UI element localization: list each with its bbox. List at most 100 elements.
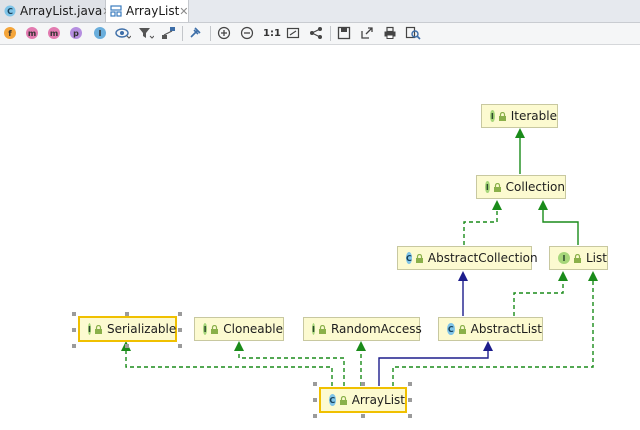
node-list[interactable]: I List [549, 246, 608, 270]
methods-icon[interactable]: m [26, 27, 38, 39]
arrowhead [458, 271, 468, 281]
edge-list-collection [542, 205, 579, 245]
selection-handle[interactable] [408, 382, 412, 386]
methods-filter-icon[interactable]: m [48, 27, 60, 39]
class-icon: C [447, 323, 455, 335]
selection-handle[interactable] [313, 414, 317, 418]
arrowhead [588, 271, 598, 281]
node-label: List [586, 251, 607, 265]
selection-handle[interactable] [178, 312, 182, 316]
filter-icon[interactable] [138, 25, 154, 41]
class-icon: C [406, 252, 412, 264]
arrowhead [558, 271, 568, 281]
tab-arraylist-java[interactable]: C ArrayList.java ✕ [0, 0, 111, 22]
node-label: RandomAccess [330, 322, 422, 336]
node-label: Cloneable [223, 322, 283, 336]
edge-arraylist-cloneable [238, 346, 345, 386]
public-lock-icon [493, 182, 502, 192]
node-label: Collection [505, 180, 565, 194]
edge-arraylist-list [392, 276, 594, 386]
node-serializable[interactable]: I Serializable [78, 316, 177, 342]
selection-handle[interactable] [361, 414, 365, 418]
fit-content-icon[interactable] [285, 25, 301, 41]
zoom-in-icon[interactable] [216, 25, 232, 41]
edge-abstractlist-list [513, 276, 564, 316]
node-random-access[interactable]: I RandomAccess [303, 317, 422, 341]
node-cloneable[interactable]: I Cloneable [194, 317, 284, 341]
properties-icon[interactable]: p [68, 25, 84, 41]
uml-diagram-icon [110, 5, 122, 17]
arrowhead [492, 200, 502, 210]
fields-icon[interactable]: f [2, 25, 18, 41]
export-icon[interactable] [359, 25, 375, 41]
interface-icon: I [558, 252, 570, 264]
preview-icon[interactable] [405, 25, 421, 41]
toolbar-separator [330, 26, 331, 41]
pin-icon[interactable] [188, 25, 204, 41]
public-lock-icon [318, 324, 327, 334]
public-lock-icon [210, 324, 219, 334]
class-icon: C [329, 394, 336, 406]
node-label: ArrayList [351, 393, 405, 407]
svg-text:C: C [7, 7, 13, 16]
interface-icon: I [312, 323, 315, 335]
node-label: AbstractList [470, 322, 542, 336]
java-class-file-icon: C [4, 5, 16, 17]
selection-handle[interactable] [313, 382, 317, 386]
selection-handle[interactable] [361, 382, 365, 386]
share-layout-icon[interactable] [308, 25, 324, 41]
tab-arraylist-diagram[interactable]: ArrayList ✕ [106, 0, 189, 22]
selection-handle[interactable] [72, 344, 76, 348]
public-lock-icon [415, 253, 424, 263]
tab-label: ArrayList.java [20, 4, 103, 18]
public-lock-icon [573, 253, 582, 263]
selection-handle[interactable] [178, 328, 182, 332]
actual-size-button[interactable]: 1:1 [263, 27, 281, 39]
selection-handle[interactable] [313, 398, 317, 402]
save-icon[interactable] [336, 25, 352, 41]
inner-classes-icon[interactable]: I [92, 25, 108, 41]
node-iterable[interactable]: I Iterable [481, 104, 558, 128]
arrowhead [538, 200, 548, 210]
toolbar-separator [182, 26, 183, 41]
public-lock-icon [94, 324, 103, 334]
diagram-toolbar: f m m p I 1:1 [0, 23, 640, 45]
public-lock-icon [498, 111, 507, 121]
zoom-out-icon[interactable] [239, 25, 255, 41]
visibility-eye-icon[interactable] [115, 25, 131, 41]
toolbar-separator [210, 26, 211, 41]
arrowhead [356, 341, 366, 351]
interface-icon: I [203, 323, 208, 335]
selection-handle[interactable] [72, 328, 76, 332]
selection-handle[interactable] [72, 312, 76, 316]
node-label: Serializable [106, 322, 177, 336]
edge-abstractcollection-collection [463, 205, 498, 245]
interface-icon: I [490, 110, 495, 122]
edge-arraylist-abstractlist [378, 346, 489, 386]
arrowhead [234, 341, 244, 351]
selection-handle[interactable] [408, 414, 412, 418]
interface-icon: I [485, 181, 490, 193]
arrowhead [483, 341, 493, 351]
selection-handle[interactable] [125, 312, 129, 316]
public-lock-icon [339, 395, 348, 405]
close-tab-icon[interactable]: ✕ [179, 4, 189, 18]
selection-handle[interactable] [178, 344, 182, 348]
tab-label: ArrayList [126, 4, 180, 18]
interface-icon: I [88, 323, 91, 335]
node-abstract-collection[interactable]: C AbstractCollection [397, 246, 538, 270]
layout-icon[interactable] [161, 25, 177, 41]
edge-arraylist-serializable [125, 346, 333, 386]
public-lock-icon [458, 324, 467, 334]
node-abstract-list[interactable]: C AbstractList [438, 317, 543, 341]
node-label: AbstractCollection [427, 251, 538, 265]
node-label: Iterable [510, 109, 557, 123]
print-icon[interactable] [382, 25, 398, 41]
node-array-list[interactable]: C ArrayList [319, 387, 407, 413]
node-collection[interactable]: I Collection [476, 175, 566, 199]
editor-tab-bar: C ArrayList.java ✕ ArrayList ✕ [0, 0, 640, 23]
selection-handle[interactable] [408, 398, 412, 402]
selection-handle[interactable] [125, 344, 129, 348]
arrowhead [515, 128, 525, 138]
